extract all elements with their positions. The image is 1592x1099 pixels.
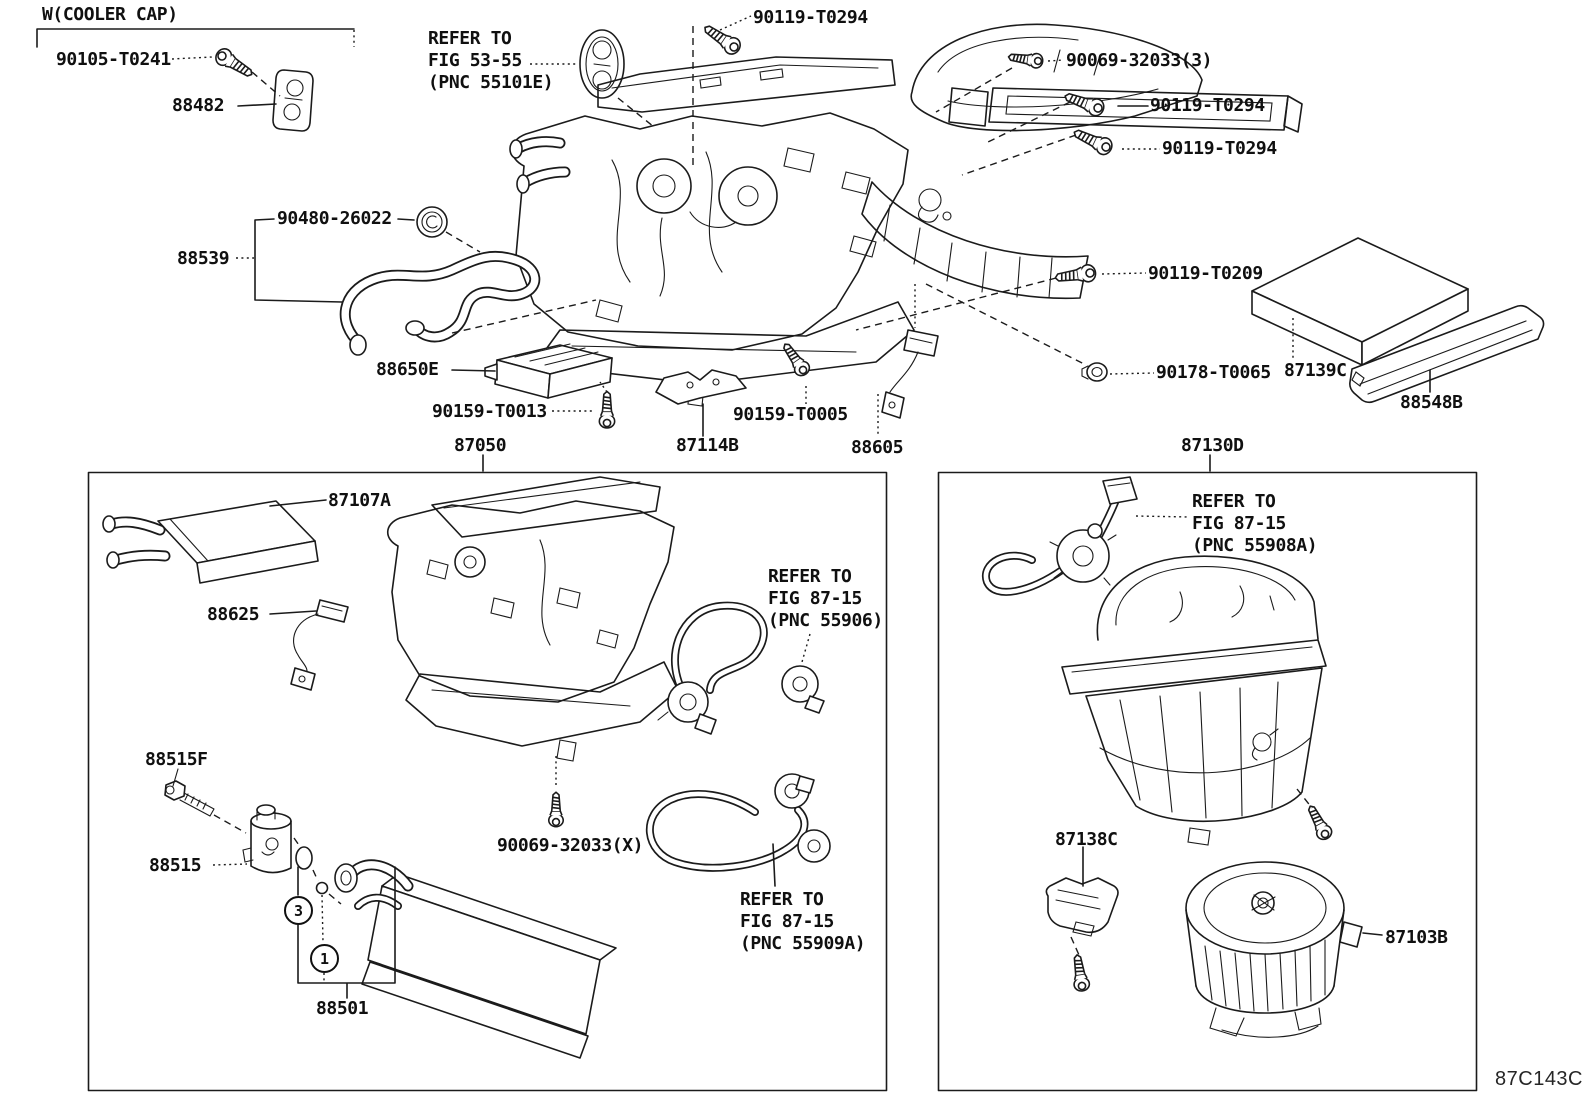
- screw-icon: [1302, 801, 1335, 843]
- refer-note-line: FIG 87-15: [740, 911, 834, 932]
- expansion-valve-88515-drawing: [243, 805, 291, 873]
- screw-icon: [1068, 952, 1092, 993]
- screw-icon: [598, 390, 616, 429]
- control-cable-55906-drawing: [658, 606, 824, 734]
- evaporator-88501-drawing: [335, 864, 616, 1058]
- screw-icon: [1053, 263, 1098, 288]
- part-label-90159-T0005: 90159-T0005: [733, 404, 848, 425]
- part-label-88501: 88501: [316, 998, 369, 1019]
- refer-note-line: (PNC 55906): [768, 610, 883, 631]
- amplifier-88650E-drawing: [485, 344, 612, 398]
- refer-note-line: (PNC 55908A): [1192, 535, 1318, 556]
- part-label-90178-T0065: 90178-T0065: [1156, 362, 1271, 383]
- part-label-88605: 88605: [851, 437, 904, 458]
- heater-section-box: [89, 473, 887, 1091]
- heater-core-87107A-drawing: [103, 501, 318, 583]
- part-label-88515: 88515: [149, 855, 202, 876]
- part-label-88539: 88539: [177, 248, 230, 269]
- part-label-90119-T0294-top: 90119-T0294: [753, 7, 868, 28]
- part-label-88650E: 88650E: [376, 359, 439, 380]
- screw-icon: [548, 791, 564, 828]
- part-label-90119-T0294-low: 90119-T0294: [1162, 138, 1277, 159]
- blower-unit-drawing: [1062, 556, 1326, 845]
- control-cable-55909A-drawing: [650, 774, 830, 868]
- refer-note-pnc-55906: REFER TO FIG 87-15 (PNC 55906): [768, 566, 883, 632]
- screw-icon: [1006, 49, 1045, 70]
- cabin-filter-87139C-drawing: [1252, 238, 1468, 365]
- refer-note-line: REFER TO: [428, 28, 512, 49]
- hose-88539-drawing: [345, 256, 535, 355]
- part-label-90069-32033-3: 90069-32033(3): [1066, 50, 1213, 71]
- refer-note-line: REFER TO: [740, 889, 824, 910]
- refer-note-pnc-55908A: REFER TO FIG 87-15 (PNC 55908A): [1192, 491, 1318, 557]
- screw-icon: [699, 19, 745, 58]
- nut-90178-drawing: [1082, 363, 1107, 381]
- screw-icon: [777, 339, 813, 380]
- part-88482-drawing: [273, 70, 313, 131]
- grommet-drawing: [580, 30, 624, 98]
- leader-lines: [172, 16, 1430, 998]
- part-label-87050: 87050: [454, 435, 507, 456]
- servo-cable-55908A-drawing: [986, 477, 1137, 592]
- part-label-87130D: 87130D: [1181, 435, 1244, 456]
- wire-88605-drawing: [882, 330, 938, 418]
- screw-icon: [1069, 123, 1116, 158]
- part-label-90159-T0013: 90159-T0013: [432, 401, 547, 422]
- part-label-88515F: 88515F: [145, 749, 208, 770]
- part-label-90069-32033-X: 90069-32033(X): [497, 835, 644, 856]
- part-label-87107A: 87107A: [328, 490, 391, 511]
- bolt-88515F-drawing: [165, 781, 214, 816]
- part-label-87103B: 87103B: [1385, 927, 1448, 948]
- filter-cover-88548B-drawing: [1350, 306, 1544, 403]
- refer-note-pnc-55909A: REFER TO FIG 87-15 (PNC 55909A): [740, 889, 866, 955]
- cooler-cap-bracket: [37, 29, 354, 47]
- part-label-87114B: 87114B: [676, 435, 739, 456]
- sensor-88625-drawing: [291, 600, 348, 690]
- blower-section-box: [939, 473, 1477, 1091]
- screw-icon: [212, 45, 257, 83]
- bracket-87114B-drawing: [656, 370, 746, 404]
- blower-motor-87103B-drawing: [1186, 862, 1362, 1037]
- part-label-87139C: 87139C: [1284, 360, 1347, 381]
- refer-note-line: REFER TO: [768, 566, 852, 587]
- callout-1: 1: [310, 944, 339, 973]
- part-label-90119-T0294-mid: 90119-T0294: [1150, 95, 1265, 116]
- refer-note-line: FIG 87-15: [768, 588, 862, 609]
- refer-note-line: (PNC 55909A): [740, 933, 866, 954]
- part-label-90119-T0209: 90119-T0209: [1148, 263, 1263, 284]
- grommet-90480-drawing: [417, 207, 447, 237]
- part-label-87138C: 87138C: [1055, 829, 1118, 850]
- part-label-90480-26022: 90480-26022: [277, 208, 392, 229]
- heater-unit-87050-drawing: [388, 477, 678, 761]
- callout-3: 3: [284, 896, 313, 925]
- refer-note-line: REFER TO: [1192, 491, 1276, 512]
- cooler-cap-note: W(COOLER CAP): [42, 4, 178, 25]
- diagram-code: 87C143C: [1495, 1068, 1584, 1090]
- part-label-88482: 88482: [172, 95, 225, 116]
- refer-note-line: FIG 87-15: [1192, 513, 1286, 534]
- hvac-assembly-drawing: [510, 24, 1302, 406]
- refer-note-line: (PNC 55101E): [428, 72, 554, 93]
- part-label-90105-T0241: 90105-T0241: [56, 49, 171, 70]
- refer-note-fig53-55: REFER TO FIG 53-55 (PNC 55101E): [428, 28, 554, 94]
- resistor-87138C-drawing: [1046, 878, 1118, 936]
- part-label-88625: 88625: [207, 604, 260, 625]
- refer-note-line: FIG 53-55: [428, 50, 522, 71]
- o-rings-drawing: [296, 847, 328, 894]
- part-label-88548B: 88548B: [1400, 392, 1463, 413]
